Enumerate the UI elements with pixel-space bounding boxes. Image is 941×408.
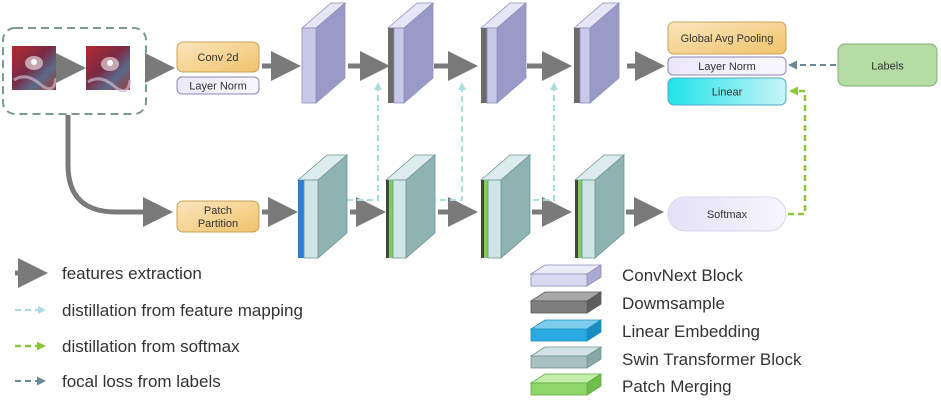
layer-norm-top-box [176,76,260,95]
swin-stage-3 [479,154,532,259]
swin-stage-4 [573,154,626,259]
distill-feature-1 [347,82,382,201]
labels-label: Labels [871,61,904,73]
layer-norm-head-box [667,56,787,76]
linear-box [667,77,787,106]
legend-linear-embedding-label: Linear Embedding [622,322,760,341]
legend-linear-embedding-block [529,319,603,342]
global-avg-pooling-label: Global Avg Pooling [681,33,774,45]
legend-downsample-block [529,291,603,314]
softmax-box [667,196,787,232]
conv2d-box [176,41,260,73]
legend-swin-block [529,346,603,369]
legend-focal-label: focal loss from labels [62,372,221,391]
patch-partition-label-line2: Partition [198,218,238,230]
legend-features-label: features extraction [62,264,202,283]
swin-stage-1 [296,154,349,259]
distill-feature-3 [523,82,558,201]
convnext-stage-4 [572,2,621,104]
legend-downsample-label: Dowmsample [622,294,725,313]
layer-norm-head-label: Layer Norm [698,61,755,73]
legend-arrows: features extraction distillation from fe… [15,258,303,391]
patch-partition-label-line1: Patch [204,205,232,217]
softmax-label: Softmax [707,209,748,221]
distill-softmax-arrow [788,86,807,216]
legend-softmax-label: distillation from softmax [62,337,240,356]
legend-patch-merging-block [529,373,603,396]
distill-feature-2 [430,82,466,201]
arrow-input-to-patch [65,115,173,227]
conv2d-label: Conv 2d [198,52,239,64]
legend-convnext-label: ConvNext Block [622,266,743,285]
labels-box [837,43,938,87]
input-image-original [12,46,58,91]
convnext-stage-1 [300,2,347,104]
linear-label: Linear [712,87,743,99]
patch-partition-box [176,200,260,233]
input-image-augmented [86,46,132,93]
legend-blocks: ConvNext Block Dowmsample Linear Embeddi… [529,264,802,396]
legend-convnext-block [529,264,603,287]
convnext-stage-2 [386,2,435,104]
legend-patch-merging-label: Patch Merging [622,377,732,396]
input-images-group [2,27,147,115]
swin-stage-2 [384,154,437,259]
convnext-stage-3 [479,2,528,104]
legend-swin-label: Swin Transformer Block [622,350,802,369]
global-avg-pooling-box [667,21,787,55]
layer-norm-top-label: Layer Norm [189,81,246,93]
legend-feature-mapping-label: distillation from feature mapping [62,301,303,320]
